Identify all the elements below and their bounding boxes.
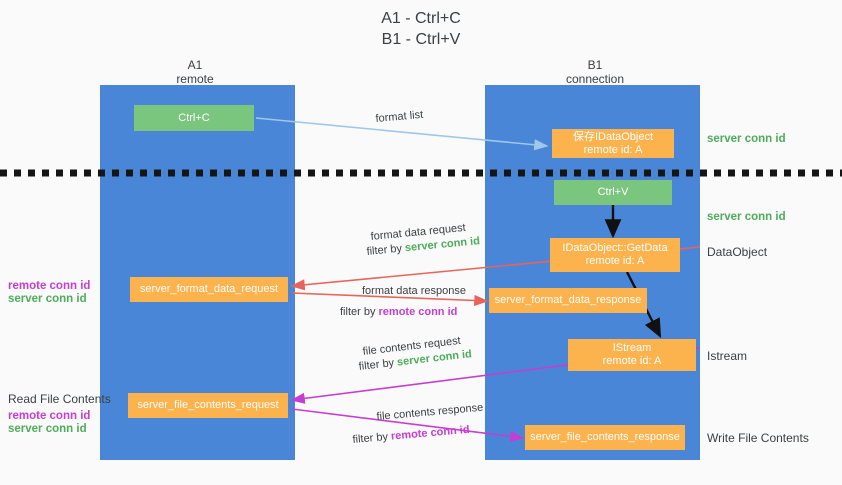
left-label-remote-conn-id-2: remote conn id [8,410,91,422]
node-idataobject-getdata-line1: IDataObject::GetData [562,242,668,254]
node-server-format-data-request-label: server_format_data_request [139,283,279,295]
edge-label-file-contents-response: file contents response [376,401,484,423]
right-label-server-conn-id-top: server conn id [707,133,786,145]
edge-label-format-list: format list [375,108,424,125]
left-label-remote-conn-id-1: remote conn id [8,280,91,292]
column-header-b1: B1 connection [520,58,670,86]
node-ctrl-c-label: Ctrl+C [178,111,210,124]
diagram-title: A1 - Ctrl+C B1 - Ctrl+V [381,10,461,48]
node-server-file-contents-request[interactable]: server_file_contents_request [128,393,288,418]
edge-label-format-data-response-filter-prefix: filter by [340,306,379,318]
edge-label-file-contents-request-filter-prefix: filter by [358,356,398,373]
column-header-a1-sub: remote [176,72,214,86]
edge-label-format-data-response: format data response [362,285,466,297]
edge-label-format-data-request-filter-prefix: filter by [366,242,406,258]
node-istream-line2: remote id: A [602,355,662,367]
edge-label-file-contents-response-filter-value: remote conn id [390,423,471,443]
column-header-b1-name: B1 [587,58,603,72]
edge-label-file-contents-response-filter-prefix: filter by [352,430,392,446]
edge-label-file-contents-response-filter: filter by remote conn id [352,423,470,447]
node-save-idataobject-line1: 保存IDataObject [572,130,654,143]
left-label-server-conn-id-1: server conn id [8,293,87,305]
left-label-read-file-contents: Read File Contents [8,392,111,406]
edge-label-format-data-response-filter: filter by remote conn id [340,305,457,319]
node-ctrl-c[interactable]: Ctrl+C [134,105,254,131]
node-istream[interactable]: IStream remote id: A [568,339,696,371]
node-ctrl-v-label: Ctrl+V [597,186,629,198]
node-server-format-data-response-label: server_format_data_response [494,294,642,306]
column-header-a1: A1 remote [120,58,270,86]
right-label-write-file-contents: Write File Contents [707,431,809,445]
node-idataobject-getdata-line2: remote id: A [585,255,645,267]
right-label-istream: Istream [707,349,748,363]
node-server-file-contents-request-label: server_file_contents_request [137,399,279,411]
right-label-server-conn-id-mid: server conn id [707,211,786,223]
node-save-idataobject-line2: remote id: A [583,143,643,156]
node-ctrl-v[interactable]: Ctrl+V [554,180,672,205]
node-save-idataobject[interactable]: 保存IDataObject remote id: A [552,129,674,158]
column-header-a1-name: A1 [187,58,203,72]
node-server-file-contents-response[interactable]: server_file_contents_response [525,425,685,450]
node-server-file-contents-response-label: server_file_contents_response [530,431,680,443]
node-istream-line1: IStream [612,342,652,354]
left-label-server-conn-id-2: server conn id [8,423,87,435]
right-label-dataobject: DataObject [707,245,768,259]
node-idataobject-getdata[interactable]: IDataObject::GetData remote id: A [550,238,680,272]
edge-label-format-data-response-filter-value: remote conn id [378,306,458,318]
column-header-b1-sub: connection [565,72,625,86]
node-server-format-data-request[interactable]: server_format_data_request [130,277,288,302]
node-server-format-data-response[interactable]: server_format_data_response [489,288,647,313]
